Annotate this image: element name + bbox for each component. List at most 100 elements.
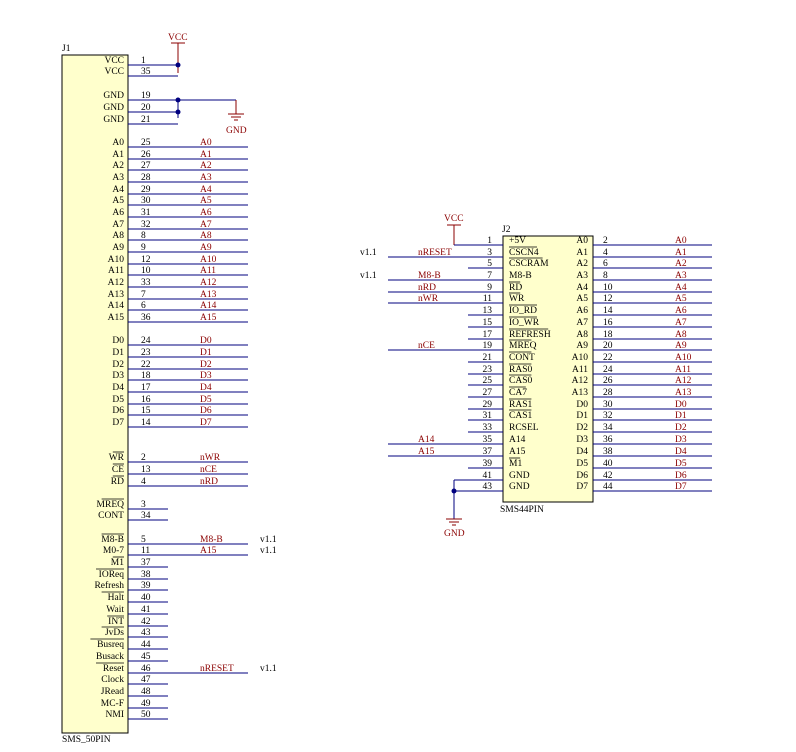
version-label: v1.1	[260, 664, 277, 674]
net-label: nCE	[418, 341, 435, 351]
pin-number: 28	[603, 388, 613, 398]
pin-number: 10	[141, 266, 151, 276]
pin-name: D1	[576, 411, 588, 421]
pin-number: 22	[141, 360, 151, 370]
pin-number: 50	[141, 710, 151, 720]
pin-number: 24	[603, 365, 613, 375]
pin-name: M8-B	[101, 535, 124, 545]
net-label: A14	[418, 435, 435, 445]
pin-name: A3	[112, 173, 124, 183]
pin-number: 29	[141, 185, 151, 195]
pin-name: D3	[112, 371, 124, 381]
pin-name: A11	[108, 266, 124, 276]
net-label: nRD	[418, 283, 436, 293]
pin-name: D7	[576, 482, 588, 492]
pin-name: CSCRAM	[509, 259, 549, 269]
net-label: D7	[675, 482, 687, 492]
net-label: A12	[200, 278, 217, 288]
pin-name: D1	[112, 348, 124, 358]
pin-number: 37	[483, 447, 493, 457]
pin-name: VCC	[104, 56, 124, 66]
pin-number: 27	[483, 388, 493, 398]
pin-name: CAS1	[509, 411, 532, 421]
j2-gnd-junction	[451, 488, 457, 494]
net-label: A1	[200, 150, 212, 160]
pin-number: 8	[141, 231, 146, 241]
pin-number: 40	[141, 593, 151, 603]
pin-number: 16	[141, 395, 151, 405]
pin-number: 13	[483, 306, 493, 316]
net-label: A10	[200, 255, 217, 265]
net-label: D4	[675, 447, 687, 457]
pin-name: GND	[509, 482, 530, 492]
pin-name: WR	[109, 453, 125, 463]
pin-name: Busack	[96, 652, 124, 662]
pin-name: RAS0	[509, 365, 532, 375]
pin-number: 32	[603, 411, 613, 421]
pin-number: 23	[483, 365, 493, 375]
pin-number: 44	[603, 482, 613, 492]
pin-name: D3	[576, 435, 588, 445]
pin-name: Busreq	[97, 640, 124, 650]
pin-number: 18	[603, 330, 613, 340]
pin-name: GND	[509, 471, 530, 481]
pin-name: M8-B	[509, 271, 532, 281]
pin-name: A9	[576, 341, 588, 351]
net-label: A9	[675, 341, 687, 351]
pin-name: D6	[112, 406, 124, 416]
pin-name: MC-F	[101, 699, 124, 709]
net-label: A2	[675, 259, 687, 269]
pin-name: RD	[111, 477, 124, 487]
pin-name: A7	[112, 220, 124, 230]
pin-number: 33	[141, 278, 151, 288]
pin-number: 14	[141, 418, 151, 428]
pin-name: A5	[576, 294, 588, 304]
pin-name: A0	[112, 138, 124, 148]
net-label: nRESET	[418, 248, 452, 258]
pin-number: 26	[141, 150, 151, 160]
pin-name: Clock	[101, 675, 124, 685]
pin-number: 35	[141, 67, 151, 77]
j1-gnd-symbol: GND	[175, 97, 247, 136]
net-label: A4	[675, 283, 687, 293]
pin-name: A5	[112, 196, 124, 206]
pin-name: INT	[108, 617, 124, 627]
pin-number: 17	[483, 330, 493, 340]
pin-name: D6	[576, 471, 588, 481]
pin-name: REFRESH	[509, 330, 551, 340]
pin-number: 33	[483, 423, 493, 433]
